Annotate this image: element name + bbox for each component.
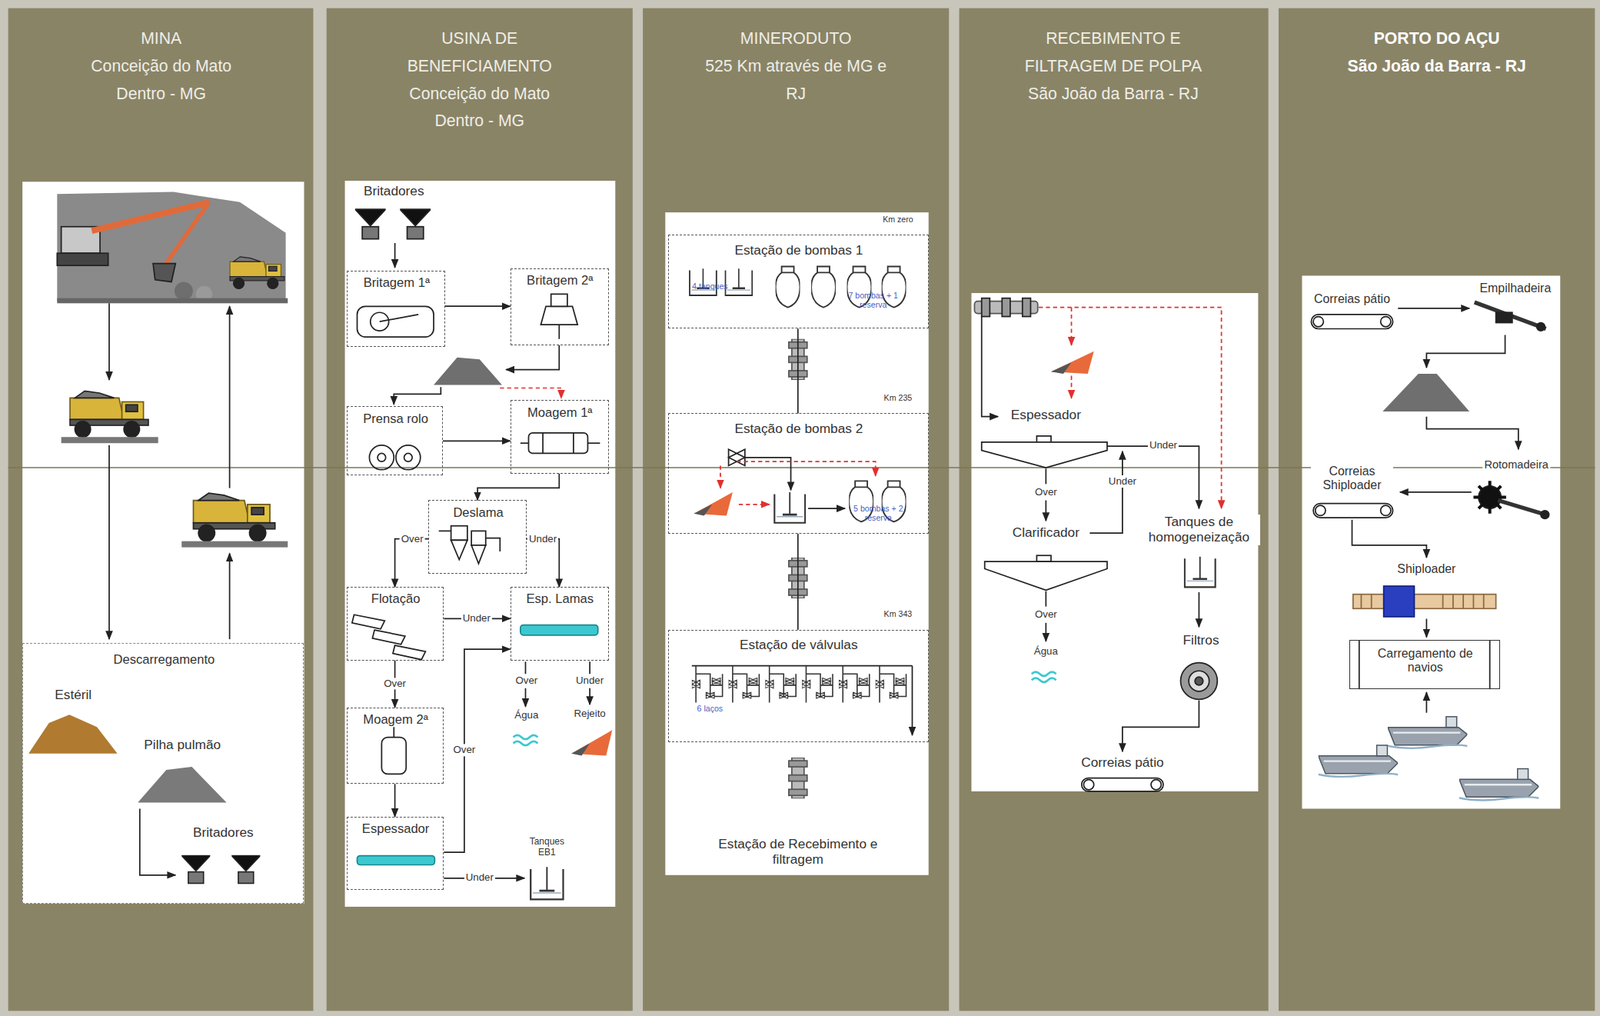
stage-column: USINA DE BENEFICIAMENTOConceição do Mato… [326, 8, 633, 1011]
diagram-label: Correias pátio [1312, 292, 1392, 307]
diagram-label: Correias pátio [1079, 755, 1165, 771]
process-box: Deslama [428, 499, 526, 574]
diagram-label: Over [1033, 485, 1059, 498]
diagram-label: Under [464, 871, 496, 883]
unloading-area: DescarregamentoEstérilPilha pulmãoBritad… [22, 642, 304, 903]
diagram-label: Under [574, 674, 606, 686]
column-title: MINA [140, 24, 182, 53]
diagram-label: Água [512, 708, 540, 721]
diagram-label: Tanques EB1 [521, 836, 573, 858]
node-text: Estéril [54, 687, 92, 703]
node-text: Britagem 2ª [526, 272, 593, 288]
node-text: Prensa rolo [362, 411, 429, 426]
column-subtitle: São João da Barra - RJ [1027, 79, 1199, 108]
node-text: Britadores [192, 824, 254, 841]
flow-connector [797, 533, 799, 630]
process-box: Britagem 1ª [346, 270, 445, 348]
flow-connector [443, 648, 510, 852]
node-text: Estação de válvulas [739, 637, 858, 653]
flow-connector [477, 473, 559, 501]
diagram-label: Km zero [881, 214, 915, 224]
node-text: Esp. Lamas [525, 591, 594, 606]
flow-connector [526, 538, 560, 587]
mine-illustration [28, 192, 288, 884]
node-text: 5 bombas + 2 reserva [846, 503, 910, 523]
edge-label: Over [451, 744, 477, 756]
white-panels [22, 180, 1561, 907]
stage-column: PORTO DO AÇUSão João da Barra - RJ Carreg… [1278, 8, 1595, 1011]
node-text: Descarregamento [113, 651, 215, 667]
node-text: 7 bombas + 1 reserva [841, 290, 905, 310]
process-box: Britagem 2ª [510, 268, 610, 346]
diagram-label: Britadores [362, 183, 426, 200]
node-text: 6 laços [697, 703, 724, 713]
diagram-label: Km 235 [882, 392, 915, 403]
column-title: PORTO DO AÇU [1373, 24, 1501, 53]
process-box: Espessador [346, 816, 444, 891]
diagram-label: Água [1032, 645, 1060, 657]
flow-connector [797, 328, 799, 413]
column-title: USINA DE BENEFICIAMENTO [390, 24, 569, 80]
diagram-label: Under [1147, 439, 1179, 451]
diagram-label: Over [1033, 608, 1059, 620]
diagram-label: Km 343 [882, 608, 915, 619]
column-subtitle: São João da Barra - RJ [1347, 52, 1526, 80]
column-subtitle: Conceição do Mato Dentro - MG [392, 79, 567, 136]
process-box: Moagem 1ª [510, 399, 610, 474]
process-box: Estação de bombas 1 4 tanques 7 bombas + 1… [668, 234, 929, 329]
stage-column: MINAConceição do Mato Dentro - MG Descarr… [8, 8, 314, 1011]
process-box: Esp. Lamas [510, 586, 610, 661]
stage-column: RECEBIMENTO E FILTRAGEM DE POLPASão João… [959, 8, 1269, 1011]
diagram-label: Over [513, 674, 539, 686]
plant-illustration [352, 209, 613, 899]
node-text: Pilha pulmão [143, 737, 221, 753]
node-text: Moagem 1ª [527, 405, 593, 420]
diagram-label: Filtros [1181, 632, 1221, 649]
process-box: Estação de bombas 2 5 bombas + 2 reserva [668, 412, 929, 534]
node-text: Espessador [362, 821, 430, 836]
diagram-label: Rejeito [572, 707, 607, 719]
port-illustration [1310, 302, 1549, 801]
column-title: MINERODUTO [740, 24, 852, 53]
diagram-label: Espessador [1009, 407, 1083, 423]
diagram-label: Shiploader [1395, 562, 1457, 576]
flow-connector [395, 538, 430, 587]
node-text: Flotação [371, 591, 421, 606]
node-text: Estação de bombas 1 [734, 242, 863, 259]
node-text: Moagem 2ª [362, 711, 428, 727]
column-subtitle: Conceição do Mato Dentro - MG [74, 52, 249, 108]
flow-connector [394, 783, 396, 816]
column-bands [8, 8, 1596, 1012]
diagram-label: Clarificador [1011, 525, 1082, 541]
column-title: RECEBIMENTO E FILTRAGEM DE POLPA [1006, 24, 1221, 80]
diagram-label: Estação de Recebimento e filtragem [705, 836, 890, 868]
process-box: Carregamento de navios [1349, 639, 1501, 689]
flow-connector [445, 305, 511, 307]
diagram-label: Correias Shiploader [1310, 464, 1393, 493]
node-text: Britagem 1ª [363, 275, 430, 290]
edge-label: Over [399, 532, 426, 545]
node-text: Carregamento de navios [1369, 646, 1482, 676]
edge-label: Under [461, 612, 493, 625]
pipeline-illustration [689, 266, 912, 799]
column-subtitle: 525 Km através de MG e RJ [693, 52, 898, 108]
process-box: Flotação [346, 586, 444, 661]
flow-connector [442, 439, 511, 442]
edge-label: Over [382, 678, 408, 690]
process-box: Moagem 2ª [346, 707, 444, 785]
process-box: Estação de válvulas 6 laços [668, 629, 929, 742]
node-text: Deslama [452, 505, 503, 520]
node-text: 4 tanques [691, 281, 729, 291]
process-box: Prensa rolo [346, 405, 443, 476]
diagram-label: Tanques de homogeneização [1137, 514, 1261, 546]
diagram-label: Empilhadeira [1477, 281, 1553, 296]
edge-label: Under [527, 532, 559, 545]
diagram-label: Under [1107, 475, 1138, 487]
diagram-label: Rotomadeira [1482, 458, 1550, 472]
node-text: Estação de bombas 2 [734, 421, 863, 437]
